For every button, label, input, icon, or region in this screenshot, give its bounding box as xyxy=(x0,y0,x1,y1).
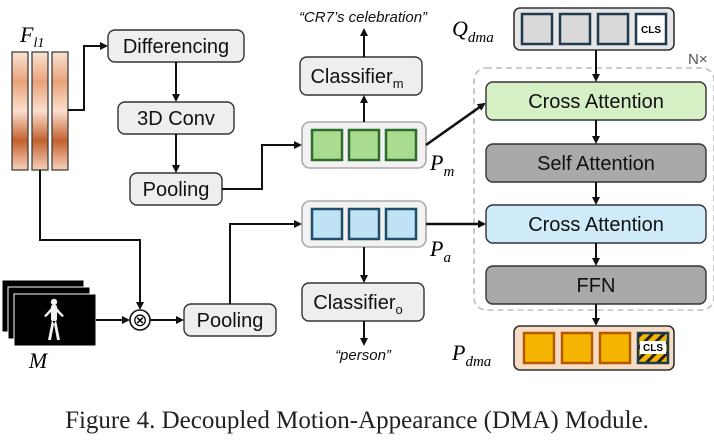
appearance-pooling-label: Pooling xyxy=(197,310,264,332)
pa-token xyxy=(347,207,381,241)
motion-pooling-label: Pooling xyxy=(143,179,210,201)
multiply-symbol: ⊗ xyxy=(132,310,147,330)
arrow-feature-to-multiply xyxy=(39,170,144,310)
output-cls-backdrop xyxy=(640,341,666,354)
celebration-text: “CR7’s celebration” xyxy=(299,9,428,26)
classifier-m-label: Classifierm xyxy=(310,66,403,91)
query-cls-token xyxy=(634,12,668,46)
query-label: Qdma xyxy=(452,16,494,46)
query-container xyxy=(513,7,675,51)
query-token xyxy=(520,12,554,46)
person-silhouette-icon xyxy=(44,298,64,340)
arrow-pooling-to-pm xyxy=(222,141,302,190)
repeat-label: N× xyxy=(688,51,708,68)
cross-attention-1-label: Cross Attention xyxy=(528,91,664,113)
repeat-container xyxy=(473,67,714,311)
pm-token xyxy=(310,128,344,162)
mask-label: M xyxy=(28,348,49,373)
ffn-label: FFN xyxy=(577,275,616,297)
pa-label: Pa xyxy=(429,236,451,266)
classifier-o-label: Classifiero xyxy=(313,292,402,317)
figure-caption: Figure 4. Decoupled Motion-Appearance (D… xyxy=(65,407,649,434)
output-token xyxy=(522,331,556,365)
pm-token xyxy=(384,128,418,162)
pm-token xyxy=(347,128,381,162)
mask-frames xyxy=(1,279,97,347)
arrow-feature-to-differencing xyxy=(68,42,108,111)
feature-label: Fl1 xyxy=(19,22,44,51)
connectors xyxy=(39,28,600,346)
output-token xyxy=(598,331,632,365)
output-cls-label: CLS xyxy=(643,343,663,354)
query-cls-label: CLS xyxy=(641,25,661,36)
arrow-pooling-to-pa xyxy=(229,220,302,304)
pa-token xyxy=(384,207,418,241)
differencing-label: Differencing xyxy=(123,36,229,58)
arrow-pm-to-cross-attention xyxy=(425,102,486,147)
output-token xyxy=(560,331,594,365)
person-text: “person” xyxy=(335,347,392,364)
conv3d-label: 3D Conv xyxy=(137,108,215,130)
pm-label: Pm xyxy=(429,150,454,180)
query-token xyxy=(558,12,592,46)
self-attention-label: Self Attention xyxy=(537,153,655,175)
cross-attention-2-label: Cross Attention xyxy=(528,214,664,236)
feature-maps xyxy=(11,51,69,171)
query-token xyxy=(596,12,630,46)
output-label: Pdma xyxy=(451,340,491,370)
pa-token xyxy=(310,207,344,241)
